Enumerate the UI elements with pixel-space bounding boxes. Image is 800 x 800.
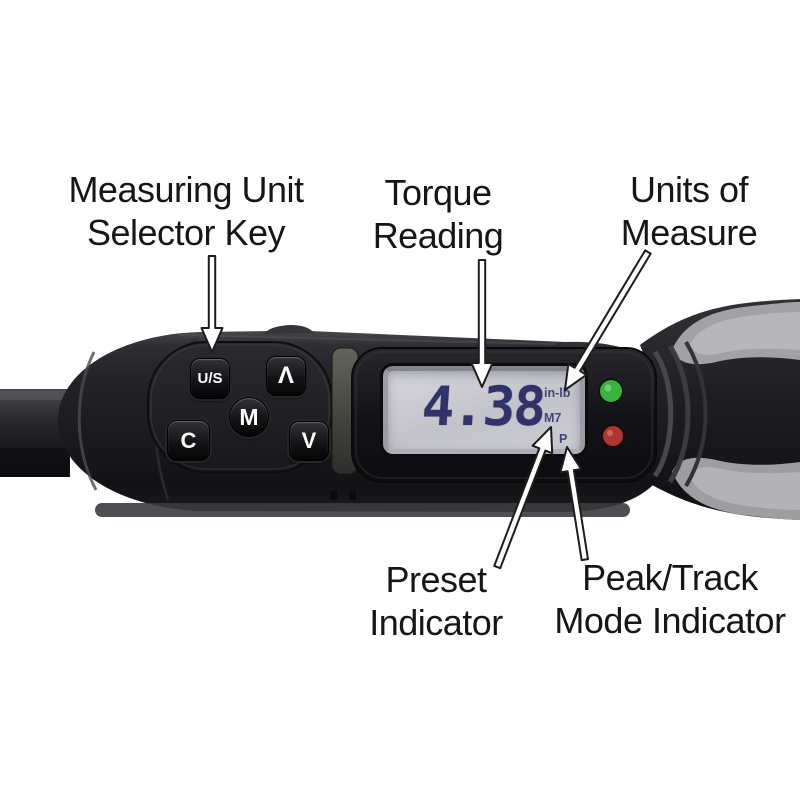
handle-grip-top	[672, 302, 800, 365]
handle-grip-bottom	[672, 457, 800, 520]
up-arrow-icon: Λ	[277, 362, 294, 389]
peak-track-mode-value: P	[559, 432, 568, 446]
label-peak-track-mode: Peak/Track Mode Indicator	[510, 556, 800, 642]
torque-reading-value: 4.38	[419, 375, 547, 438]
mode-button-label: M	[239, 403, 259, 430]
keypad-panel-edge	[150, 344, 330, 470]
drive-shaft	[0, 389, 70, 477]
label-line: Reading	[372, 215, 504, 256]
up-arrow-button[interactable]: Λ	[266, 356, 306, 396]
label-line: Measure	[620, 212, 758, 253]
label-line: Units of	[629, 169, 749, 210]
neck-ridges	[652, 340, 708, 488]
track-led-red	[601, 424, 625, 448]
mode-button[interactable]: M	[229, 397, 269, 437]
label-line: Peak/Track	[582, 557, 758, 598]
lcd-display: 4.38 in-lb M7 P	[383, 366, 585, 454]
down-arrow-button[interactable]: V	[289, 421, 329, 461]
body-rim-highlight	[77, 351, 98, 491]
preset-indicator-value: M7	[544, 411, 562, 425]
unit-selector-button[interactable]: U/S	[190, 358, 230, 399]
peak-led-green	[598, 378, 624, 404]
body-dot-right	[349, 491, 356, 500]
body-dot-left	[330, 491, 337, 500]
label-line: Torque	[384, 172, 492, 213]
label-line: Preset	[385, 559, 487, 600]
down-arrow-icon: V	[301, 428, 317, 453]
body-lower-chamfer	[95, 503, 630, 517]
label-line: Mode Indicator	[554, 600, 786, 641]
clear-button-label: C	[180, 427, 197, 453]
label-units-of-measure: Units of Measure	[589, 168, 789, 254]
label-line: Measuring Unit	[68, 169, 304, 210]
units-of-measure-value: in-lb	[544, 386, 571, 400]
label-torque-reading: Torque Reading	[338, 171, 538, 257]
label-preset-indicator: Preset Indicator	[336, 558, 536, 644]
label-line: Selector Key	[86, 212, 286, 253]
unit-selector-button-label: U/S	[197, 370, 223, 387]
clear-button[interactable]: C	[167, 420, 210, 461]
label-measuring-unit-selector: Measuring Unit Selector Key	[16, 168, 356, 254]
top-clip-bump	[264, 325, 314, 334]
label-line: Indicator	[369, 602, 503, 643]
